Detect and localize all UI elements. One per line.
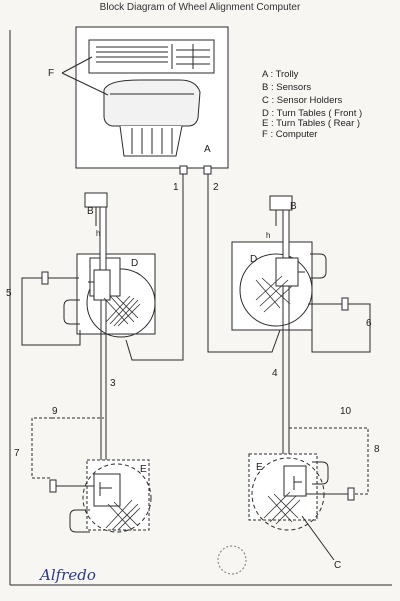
label-D-right: D xyxy=(250,254,257,265)
label-6: 6 xyxy=(366,318,372,329)
label-D-left: D xyxy=(131,258,138,269)
legend-item-A: A : Trolly xyxy=(262,69,299,80)
label-E-right: E xyxy=(256,462,263,473)
label-F: F xyxy=(48,68,54,79)
cable-6 xyxy=(311,303,371,353)
sensor-front-left xyxy=(84,192,108,208)
label-B-right: B xyxy=(290,201,297,212)
label-B-left: B xyxy=(87,206,94,217)
legend-item-D: D : Turn Tables ( Front ) xyxy=(262,108,362,119)
handwritten-signature: Alfredo xyxy=(38,566,96,584)
computer-unit xyxy=(103,79,201,127)
cable-5 xyxy=(21,277,81,346)
label-h-right: h xyxy=(266,231,270,240)
label-4: 4 xyxy=(272,368,278,379)
legend: A : Trolly B : Sensors C : Sensor Holder… xyxy=(262,69,362,140)
cable-1 xyxy=(125,174,184,361)
legend-item-E: E : Turn Tables ( Rear ) xyxy=(262,118,360,129)
stamp xyxy=(217,545,247,575)
diagram-title: Block Diagram of Wheel Alignment Compute… xyxy=(99,2,301,13)
label-1: 1 xyxy=(173,182,179,193)
legend-item-B: B : Sensors xyxy=(262,82,311,93)
cable-10 xyxy=(289,427,369,495)
label-E-left: E xyxy=(140,464,147,475)
turn-table-front-right xyxy=(231,241,313,331)
legend-item-C: C : Sensor Holders xyxy=(262,95,343,106)
label-7: 7 xyxy=(14,448,20,459)
label-2: 2 xyxy=(213,182,219,193)
cable-2 xyxy=(207,174,281,353)
label-5: 5 xyxy=(6,288,12,299)
sensor-front-right xyxy=(269,195,293,211)
legend-item-F: F : Computer xyxy=(262,129,317,140)
label-8: 8 xyxy=(374,444,380,455)
cable-9 xyxy=(31,417,52,479)
label-h-left: h xyxy=(96,229,100,238)
label-A: A xyxy=(204,144,211,155)
label-10: 10 xyxy=(340,406,352,417)
label-C: C xyxy=(334,560,341,571)
label-3: 3 xyxy=(110,378,116,389)
label-9: 9 xyxy=(52,406,58,417)
